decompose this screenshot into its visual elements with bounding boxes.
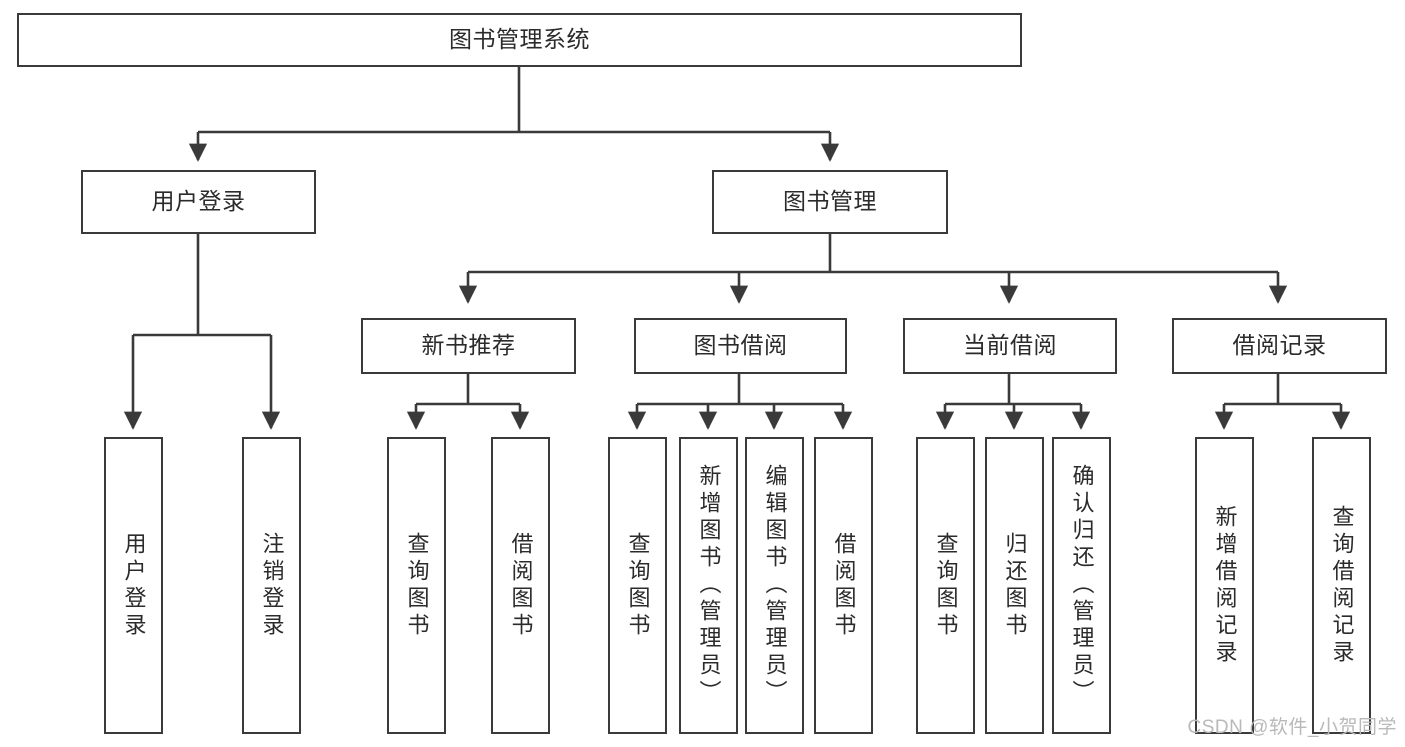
node-label: 新增借阅记录	[1212, 504, 1238, 667]
node-label: 归还图书	[1002, 531, 1028, 640]
csdn-watermark: CSDN @软件_小贺同学	[1187, 717, 1397, 738]
node-label: 图书管理系统	[449, 26, 590, 53]
node-label: 用户登录	[151, 188, 246, 215]
node-label: 编辑图书（管理员）	[762, 464, 788, 707]
node-new-book-recommend[interactable]: 新书推荐	[361, 318, 576, 374]
node-label: 图书管理	[783, 188, 877, 215]
node-current-borrow[interactable]: 当前借阅	[903, 318, 1117, 374]
leaf-borrow-edit-book-admin[interactable]: 编辑图书（管理员）	[745, 437, 804, 734]
leaf-current-query-book[interactable]: 查询图书	[916, 437, 975, 734]
node-label: 查询图书	[933, 531, 959, 640]
leaf-borrow-add-book-admin[interactable]: 新增图书（管理员）	[679, 437, 738, 734]
node-label: 新增图书（管理员）	[696, 464, 722, 707]
node-label: 借阅图书	[508, 531, 534, 640]
node-label: 当前借阅	[963, 332, 1057, 359]
leaf-user-login-login[interactable]: 用户登录	[104, 437, 163, 734]
node-label: 查询借阅记录	[1329, 504, 1355, 667]
node-label: 借阅记录	[1232, 332, 1327, 359]
node-label: 借阅图书	[831, 531, 857, 640]
leaf-record-query-record[interactable]: 查询借阅记录	[1312, 437, 1371, 734]
node-borrow-record[interactable]: 借阅记录	[1172, 318, 1387, 374]
node-label: 查询图书	[404, 531, 430, 640]
node-label: 确认归还（管理员）	[1069, 464, 1095, 707]
node-label: 注销登录	[259, 531, 285, 640]
leaf-borrow-query-book[interactable]: 查询图书	[608, 437, 667, 734]
leaf-current-confirm-return-admin[interactable]: 确认归还（管理员）	[1052, 437, 1111, 734]
node-root-system[interactable]: 图书管理系统	[17, 13, 1022, 67]
node-book-borrow[interactable]: 图书借阅	[634, 318, 847, 374]
leaf-current-return-book[interactable]: 归还图书	[985, 437, 1044, 734]
leaf-user-login-logout[interactable]: 注销登录	[242, 437, 301, 734]
node-book-management[interactable]: 图书管理	[712, 170, 948, 234]
leaf-borrow-borrow-book[interactable]: 借阅图书	[814, 437, 873, 734]
leaf-record-add-record[interactable]: 新增借阅记录	[1195, 437, 1254, 734]
leaf-recommend-query-book[interactable]: 查询图书	[387, 437, 446, 734]
node-label: 新书推荐	[421, 332, 516, 359]
node-user-login[interactable]: 用户登录	[81, 170, 316, 234]
leaf-recommend-borrow-book[interactable]: 借阅图书	[491, 437, 550, 734]
node-label: 查询图书	[625, 531, 651, 640]
node-label: 用户登录	[121, 531, 147, 640]
node-label: 图书借阅	[693, 332, 788, 359]
